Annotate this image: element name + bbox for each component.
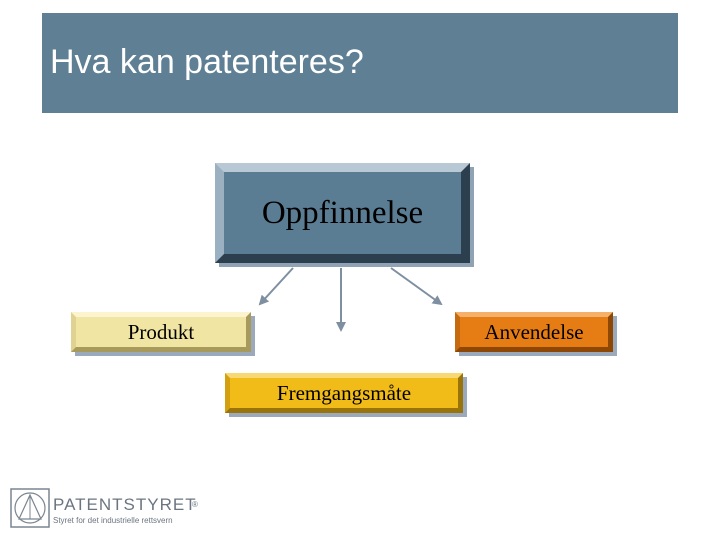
child-node-label: Produkt	[128, 320, 195, 345]
logo-wordmark: PATENTSTYRET	[53, 495, 197, 515]
root-node-oppfinnelse: Oppfinnelse	[215, 163, 470, 263]
child-node-produkt: Produkt	[71, 312, 251, 352]
logo-tagline: Styret for det industrielle rettsvern	[53, 516, 173, 525]
child-node-anvendelse: Anvendelse	[455, 312, 613, 352]
root-node-label: Oppfinnelse	[262, 195, 423, 232]
logo-registered-mark: ®	[192, 500, 198, 509]
child-node-fremgangsmate: Fremgangsmåte	[225, 373, 463, 413]
child-node-label: Anvendelse	[484, 320, 583, 345]
patentstyret-emblem-icon	[10, 488, 50, 528]
arrow-to-anvendelse	[391, 268, 441, 304]
arrow-to-produkt	[260, 268, 293, 304]
child-node-label: Fremgangsmåte	[277, 381, 411, 406]
